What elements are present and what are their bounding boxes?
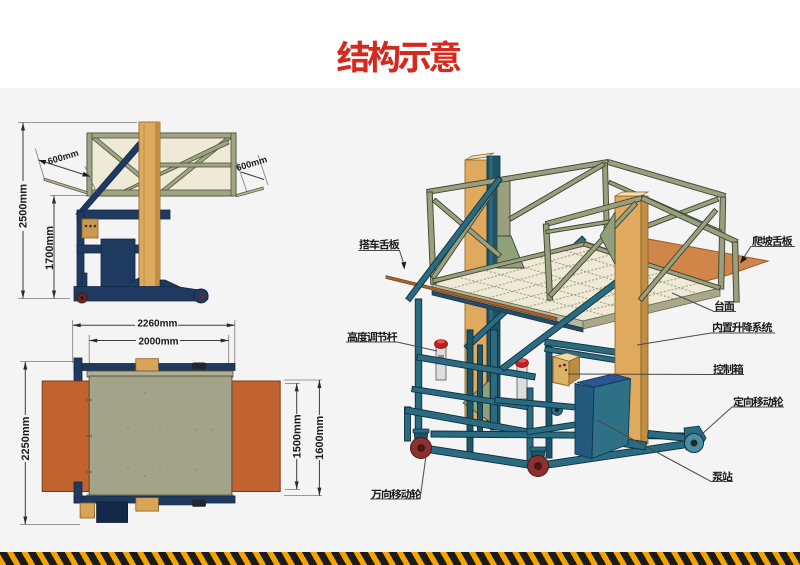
- svg-text:2260mm: 2260mm: [137, 319, 177, 330]
- svg-text:1600mm: 1600mm: [314, 416, 326, 460]
- svg-text:600mm: 600mm: [47, 148, 80, 167]
- svg-text:1700mm: 1700mm: [44, 226, 56, 270]
- svg-text:1500mm: 1500mm: [291, 414, 303, 458]
- svg-text:2000mm: 2000mm: [138, 336, 178, 347]
- svg-text:2250mm: 2250mm: [20, 416, 32, 460]
- svg-text:2500mm: 2500mm: [18, 184, 30, 228]
